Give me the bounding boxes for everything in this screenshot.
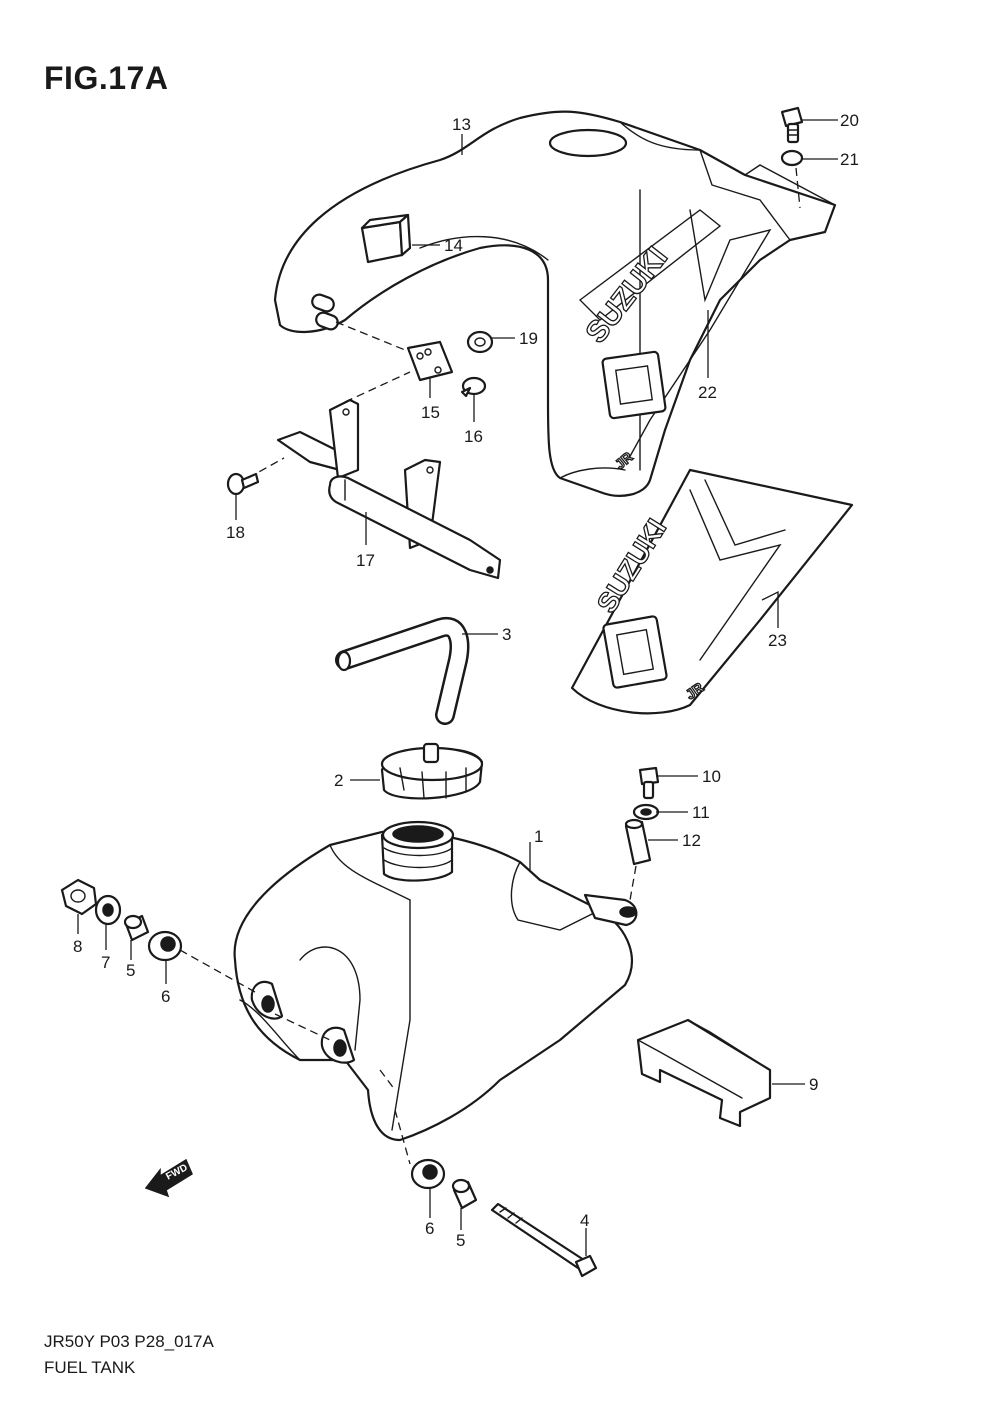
callout-23: 23 [768,631,787,650]
callout-5-lower: 5 [456,1231,465,1250]
assembly-dashed-lines [179,167,801,1165]
drawing-code: JR50Y P03 P28_017A [44,1332,214,1351]
part-10-bolt [638,766,660,800]
part-6-grommet-lower [410,1158,446,1190]
part-7-washer [94,894,122,926]
part-15-bracket [406,340,454,382]
callout-14: 14 [444,236,463,255]
callout-20: 20 [840,111,859,130]
callout-7: 7 [101,953,110,972]
part-16-screw [460,376,487,398]
part-5-collar-upper [123,914,150,942]
part-8-nut [60,878,98,916]
part-13-tank-shroud [273,110,837,497]
part-21-collar [780,149,804,167]
callout-leaders [77,119,838,1256]
callout-4: 4 [580,1211,589,1230]
part-3-breather-hose [335,616,470,725]
callout-10: 10 [702,767,721,786]
callout-numbers: 1 2 3 4 5 5 6 6 7 8 9 10 11 12 13 14 15 … [73,111,859,1250]
callout-21: 21 [840,150,859,169]
part-4-long-bolt [490,1202,598,1278]
part-1-fuel-tank [233,820,638,1142]
fwd-arrow-icon: FWD [144,1158,193,1198]
callout-12: 12 [682,831,701,850]
callout-3: 3 [502,625,511,644]
callout-18: 18 [226,523,245,542]
callout-5-upper: 5 [126,961,135,980]
callout-1: 1 [534,827,543,846]
callout-13: 13 [452,115,471,134]
callout-15: 15 [421,403,440,422]
callout-9: 9 [809,1075,818,1094]
shroud-grommets [311,293,339,331]
callout-19: 19 [519,329,538,348]
callout-16: 16 [464,427,483,446]
part-6-grommet-upper [147,930,183,962]
part-9-cushion [636,1018,772,1128]
callout-2: 2 [334,771,343,790]
figure-caption: FUEL TANK [44,1358,136,1377]
part-14-cushion [360,213,412,264]
part-17-mount-frame [276,398,502,580]
part-5-collar-lower [451,1178,478,1210]
part-11-washer [632,803,660,821]
part-19-nut [466,330,494,354]
part-12-collar [624,818,652,866]
part-23-side-decal: SUZUKI JR [570,468,854,715]
callout-8: 8 [73,937,82,956]
callout-6-upper: 6 [161,987,170,1006]
part-2-fuel-cap [380,742,484,800]
callout-17: 17 [356,551,375,570]
callout-11: 11 [692,803,710,822]
part-20-bolt [780,106,804,144]
callout-6-lower: 6 [425,1219,434,1238]
part-18-screw [226,472,260,496]
callout-22: 22 [698,383,717,402]
figure-title: FIG.17A [44,60,169,96]
